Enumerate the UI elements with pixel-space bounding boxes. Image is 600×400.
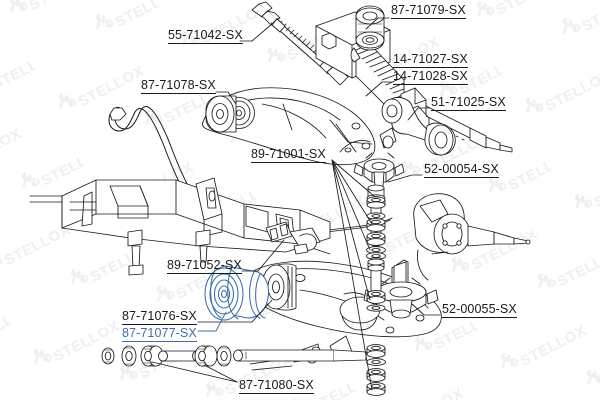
leader-line-highlighted bbox=[197, 311, 227, 332]
leader-lines bbox=[151, 17, 441, 391]
part-label-52-00054-sx[interactable]: 52-00054-SX bbox=[424, 162, 499, 178]
part-label-51-71025-sx[interactable]: 51-71025-SX bbox=[431, 95, 506, 111]
part-label-87-71079-sx[interactable]: 87-71079-SX bbox=[391, 3, 466, 19]
ball-joint-52-00054 bbox=[353, 152, 405, 197]
front-subframe bbox=[29, 177, 331, 276]
part-label-14-71028-sx[interactable]: 14-71028-SX bbox=[393, 69, 468, 85]
part-label-87-71078-sx[interactable]: 87-71078-SX bbox=[141, 78, 216, 94]
part-label-87-71080-sx[interactable]: 87-71080-SX bbox=[239, 378, 314, 394]
part-label-52-00055-sx[interactable]: 52-00055-SX bbox=[442, 302, 517, 318]
part-label-87-71077-sx[interactable]: 87-71077-SX bbox=[122, 326, 197, 342]
fastener-stack-89-71001 bbox=[366, 184, 386, 396]
bushing-kit-87-71080 bbox=[101, 345, 367, 367]
lower-arm-bushing-87-71076 bbox=[261, 263, 297, 311]
part-label-87-71076-sx[interactable]: 87-71076-SX bbox=[122, 309, 197, 325]
stabilizer-bracket-89-71052 bbox=[265, 221, 321, 255]
part-label-55-71042-sx[interactable]: 55-71042-SX bbox=[168, 28, 243, 44]
part-label-89-71052-sx[interactable]: 89-71052-SX bbox=[167, 258, 242, 274]
upper-control-arm-bushing-87-71079 bbox=[355, 5, 385, 51]
part-label-14-71027-sx[interactable]: 14-71027-SX bbox=[393, 52, 468, 68]
part-label-89-71001-sx[interactable]: 89-71001-SX bbox=[251, 147, 326, 163]
stabilizer-bushing-87-71078 bbox=[205, 95, 255, 133]
steering-knuckle-hub bbox=[413, 193, 531, 281]
highlighted-bushing-87-71077 bbox=[204, 265, 269, 321]
